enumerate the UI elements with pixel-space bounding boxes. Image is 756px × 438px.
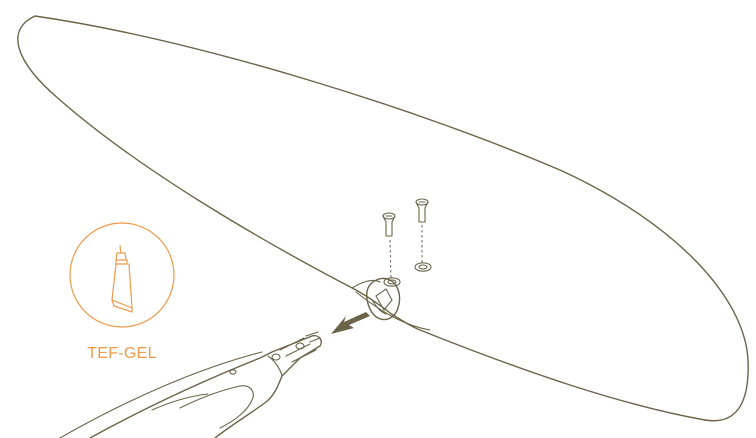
insert-arrow-icon — [331, 312, 370, 334]
countersunk-bolt-icon — [383, 213, 395, 236]
tef-gel-label: TEF-GEL — [87, 345, 157, 362]
countersunk-bolt-icon-2 — [416, 199, 428, 222]
guide-line-left — [390, 240, 391, 278]
bolt-hole-right — [415, 263, 431, 271]
tef-gel-tube-icon — [112, 246, 132, 312]
tef-gel-circle — [70, 223, 174, 327]
tef-gel-callout: TEF-GEL — [70, 223, 174, 362]
